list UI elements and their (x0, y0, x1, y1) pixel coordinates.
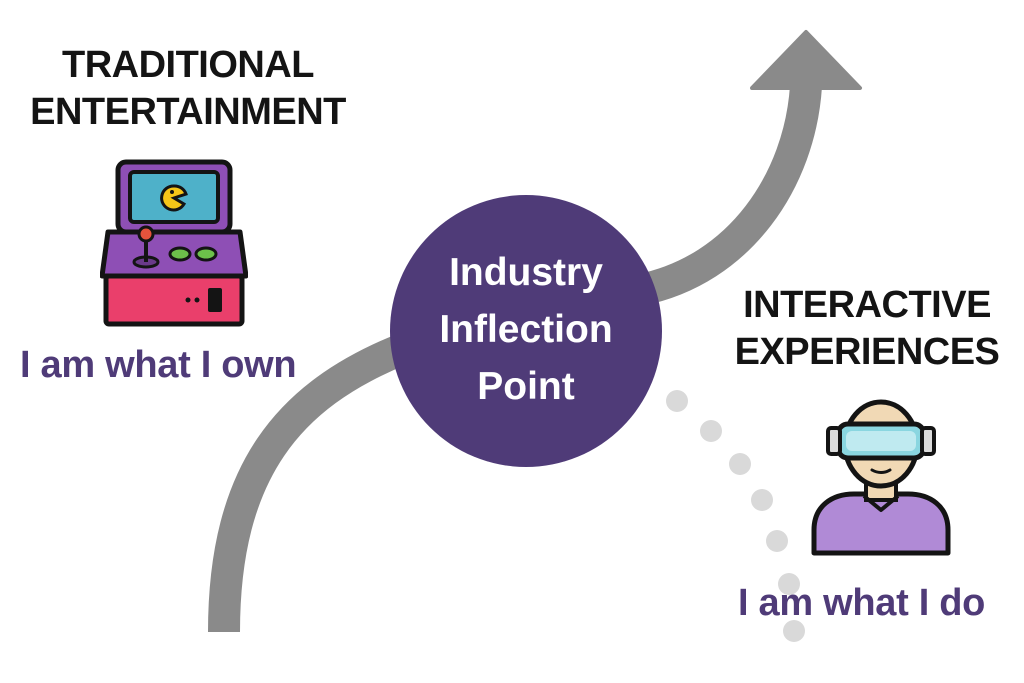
vr-headset-person-icon (811, 399, 951, 556)
inflection-point-label: Industry Inflection Point (390, 244, 662, 415)
interactive-experiences-heading: INTERACTIVE EXPERIENCES (712, 282, 1022, 376)
arcade-machine-icon (100, 159, 248, 327)
branch-dot (783, 620, 805, 642)
branch-dot (778, 573, 800, 595)
traditional-entertainment-heading: TRADITIONAL ENTERTAINMENT (0, 42, 376, 136)
dotted-branch-line (666, 390, 805, 642)
right-heading-line1: INTERACTIVE (743, 284, 991, 326)
right-tagline: I am what I do (738, 582, 986, 624)
branch-dot (729, 453, 751, 475)
curve-arrowhead-icon (750, 30, 862, 90)
left-heading-line2: ENTERTAINMENT (30, 91, 346, 133)
branch-dot (700, 420, 722, 442)
branch-dot (766, 530, 788, 552)
branch-dot (751, 489, 773, 511)
center-label-line3: Point (477, 365, 575, 408)
left-tagline: I am what I own (20, 344, 297, 386)
inflection-point-circle: Industry Inflection Point (390, 195, 662, 467)
center-label-line1: Industry (449, 251, 603, 294)
center-label-line2: Inflection (439, 308, 613, 351)
branch-dot (666, 390, 688, 412)
right-heading-line2: EXPERIENCES (734, 331, 1000, 373)
left-heading-line1: TRADITIONAL (61, 44, 315, 86)
